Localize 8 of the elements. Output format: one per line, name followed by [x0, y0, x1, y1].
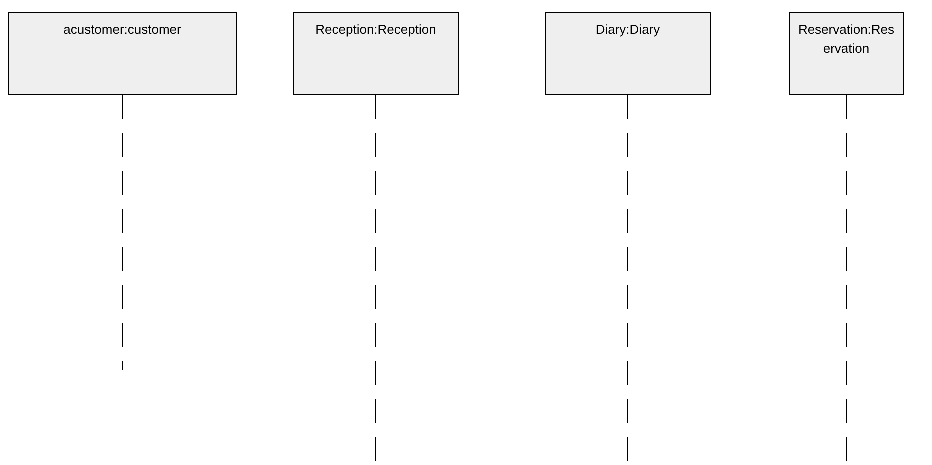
object-name: Reservation:Reservation — [798, 22, 895, 56]
lifeline-head-box — [789, 12, 904, 95]
object-name: Diary:Diary — [596, 22, 660, 37]
object-name: Reception:Reception — [316, 22, 436, 37]
lifeline-head-box — [545, 12, 711, 95]
object-name: acustomer:customer — [64, 22, 182, 37]
lifeline-head-box — [8, 12, 237, 95]
lifeline-head-box — [293, 12, 459, 95]
